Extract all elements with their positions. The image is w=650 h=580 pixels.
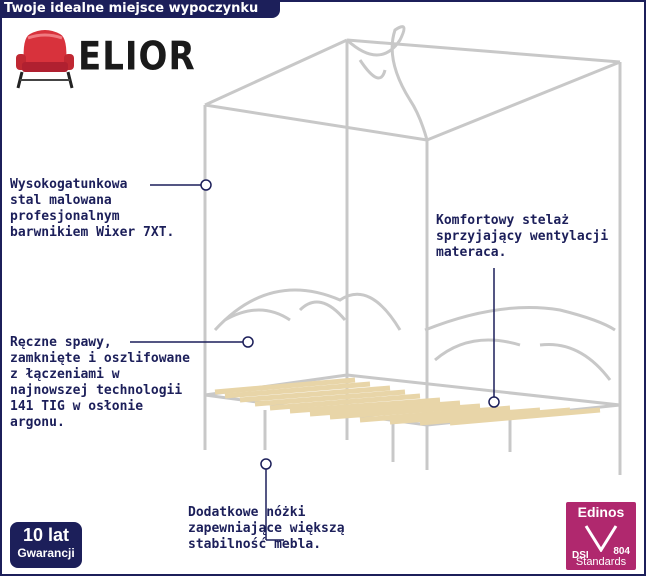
callout-welds: Ręczne spawy, zamknięte i oszlifowane z …: [10, 335, 191, 430]
tagline-banner: Twoje idealne miejsce wypoczynku: [0, 0, 280, 18]
certificate-dsi: DSI: [572, 550, 589, 561]
legs-marker-icon: [260, 458, 272, 470]
welds-marker-icon: [242, 336, 254, 348]
checkmark-icon: [584, 525, 618, 552]
certificate-standards: Standards: [575, 556, 627, 568]
callout-slats: Komfortowy stelaż sprzyjający wentylacji…: [436, 213, 609, 260]
warranty-number: 10 lat: [22, 525, 70, 545]
certificate-name: Edinos: [577, 504, 625, 520]
warranty-label: Gwarancji: [17, 546, 75, 560]
slats-marker-icon: [488, 396, 500, 408]
brand-name: ELIOR: [78, 34, 196, 80]
steel-marker-icon: [200, 179, 212, 191]
brand-logo: [10, 24, 170, 90]
warranty-badge: 10 lat Gwarancji: [10, 522, 82, 568]
certificate-badge: Edinos DSI 804 Standards: [566, 502, 636, 570]
callout-steel: Wysokogatunkowa stal malowana profesjona…: [10, 177, 175, 240]
callout-legs: Dodatkowe nóżki zapewniające większą sta…: [188, 505, 345, 552]
armchair-icon: [16, 30, 74, 89]
certificate-code: 804: [613, 546, 630, 557]
